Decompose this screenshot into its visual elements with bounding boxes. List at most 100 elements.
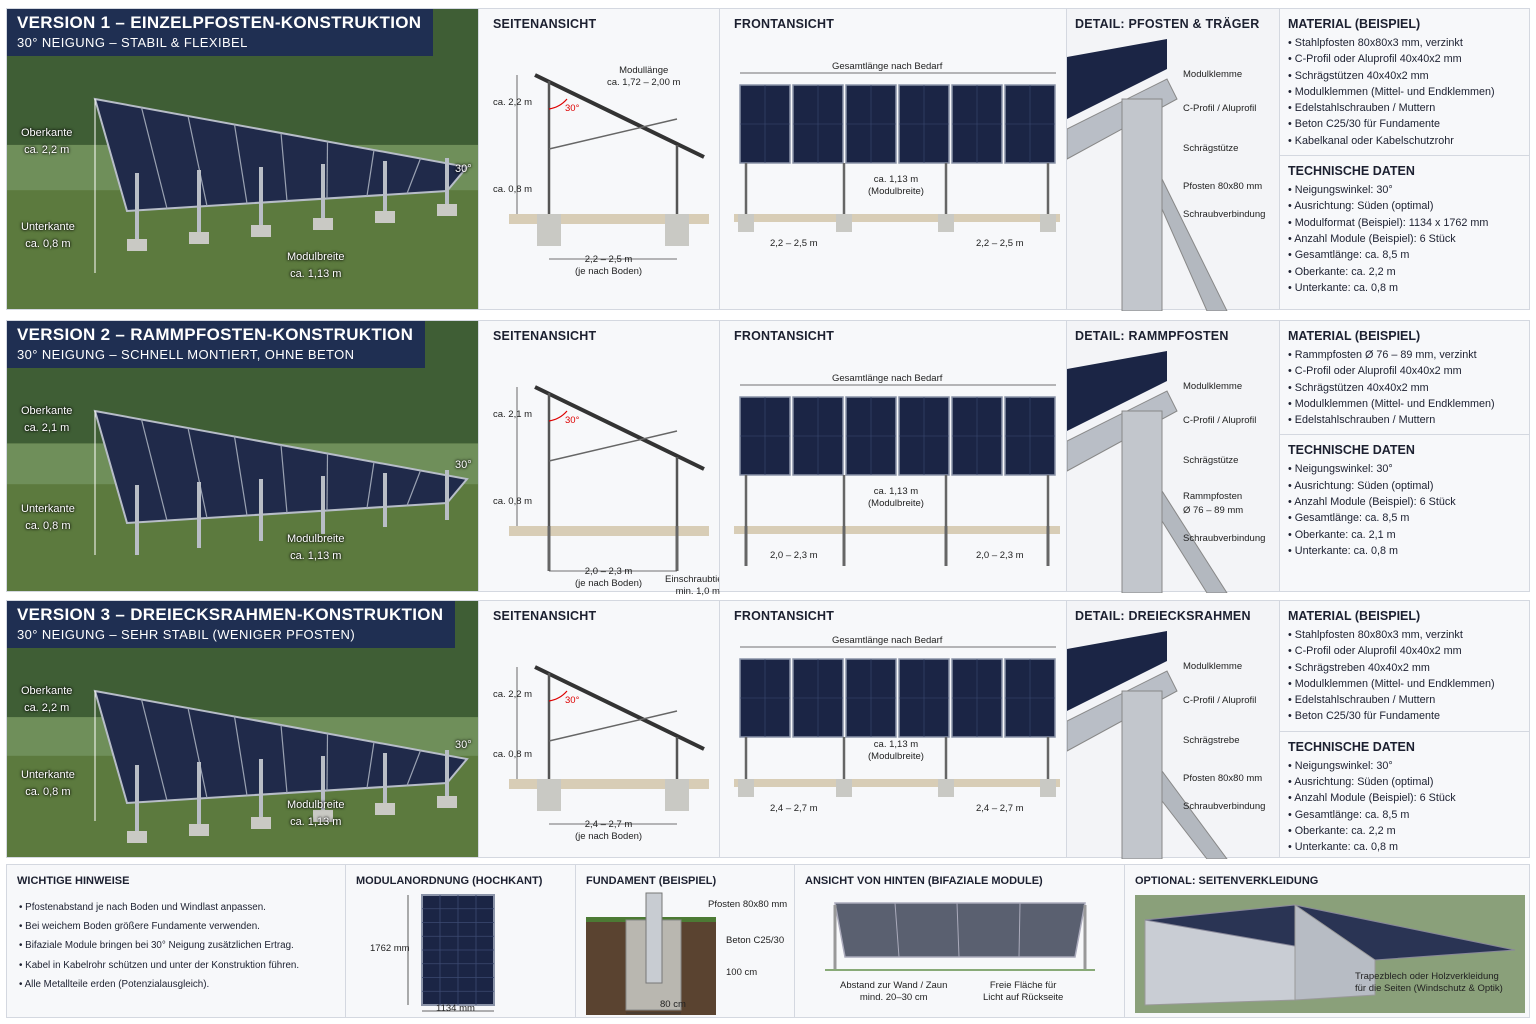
tech-item: Oberkante: ca. 2,1 m bbox=[1288, 527, 1529, 543]
oberkante-text: Oberkante bbox=[21, 405, 73, 417]
modulbreite-text: Modulbreite bbox=[287, 799, 345, 811]
side-view-drawing bbox=[509, 665, 709, 825]
foundation-post: Pfosten 80x80 mm bbox=[708, 899, 788, 910]
cladding-note-line2: für die Seiten (Windschutz & Optik) bbox=[1355, 983, 1503, 994]
side-span-note: (je nach Boden) bbox=[575, 266, 643, 277]
foundation-panel: FUNDAMENT (BEISPIEL) Pfosten 80x80 mm Be… bbox=[575, 865, 794, 1017]
rear-left-line1: Abstand zur Wand / Zaun bbox=[840, 980, 948, 991]
version-subtitle: 30° NEIGUNG – STABIL & FLEXIBEL bbox=[17, 35, 248, 50]
detail-label: Schrägstütze bbox=[1183, 455, 1239, 466]
rear-left-line2: mind. 20–30 cm bbox=[859, 992, 928, 1003]
front-module-width-value: ca. 1,13 m bbox=[873, 739, 919, 750]
tech-item: Oberkante: ca. 2,2 m bbox=[1288, 823, 1529, 839]
front-span-right: 2,2 – 2,5 m bbox=[976, 238, 1024, 249]
front-module-width-note: (Modulbreite) bbox=[868, 498, 924, 509]
rear-panel: ANSICHT VON HINTEN (BIFAZIALE MODULE) Ab… bbox=[794, 865, 1124, 1017]
front-total-length: Gesamtlänge nach Bedarf bbox=[832, 61, 943, 72]
material-item: Kabelkanal oder Kabelschutzrohr bbox=[1288, 133, 1529, 149]
material-item: Modulklemmen (Mittel- und Endklemmen) bbox=[1288, 676, 1529, 692]
detail-label: Schrägstütze bbox=[1183, 143, 1239, 154]
cladding-title: OPTIONAL: SEITENVERKLEIDUNG bbox=[1135, 875, 1319, 887]
front-module-width-note: (Modulbreite) bbox=[868, 751, 924, 762]
front-span-left: 2,0 – 2,3 m bbox=[770, 550, 818, 561]
detail-label: Schrägstrebe bbox=[1183, 735, 1240, 746]
material-title: MATERIAL (BEISPIEL) bbox=[1288, 609, 1421, 623]
notes-title: WICHTIGE HINWEISE bbox=[17, 875, 130, 887]
side-span: 2,4 – 2,7 m(je nach Boden) bbox=[575, 819, 642, 843]
detail-drawing bbox=[1067, 351, 1228, 593]
tech-item: Anzahl Module (Beispiel): 6 Stück bbox=[1288, 494, 1529, 510]
module-panel: MODULANORDNUNG (HOCHKANT) 1762 mm 1134 m… bbox=[345, 865, 575, 1017]
detail-label: C-Profil / Aluprofil bbox=[1183, 415, 1257, 426]
detail-label: Schraubverbindung bbox=[1183, 801, 1266, 812]
front-view-drawing bbox=[734, 384, 1060, 566]
side-height-top: ca. 2,2 m bbox=[493, 97, 533, 108]
tech-item: Ausrichtung: Süden (optimal) bbox=[1288, 198, 1529, 214]
side-view-drawing bbox=[509, 385, 709, 572]
detail-title: DETAIL: PFOSTEN & TRÄGER bbox=[1075, 17, 1260, 31]
tech-item: Anzahl Module (Beispiel): 6 Stück bbox=[1288, 231, 1529, 247]
detail-label: Modulklemme bbox=[1183, 69, 1243, 80]
tech-title: TECHNISCHE DATEN bbox=[1288, 443, 1415, 458]
tech-item: Unterkante: ca. 0,8 m bbox=[1288, 280, 1529, 296]
tech-list: Neigungswinkel: 30°Ausrichtung: Süden (o… bbox=[1288, 461, 1529, 559]
oberkante-value: ca. 2,2 m bbox=[24, 702, 70, 714]
material-list: Rammpfosten Ø 76 – 89 mm, verzinktC-Prof… bbox=[1288, 347, 1529, 428]
oberkante-value: ca. 2,1 m bbox=[24, 422, 70, 434]
version-title: VERSION 1 – EINZELPFOSTEN-KONSTRUKTION bbox=[17, 13, 422, 32]
note-item: Alle Metallteile erden (Potenzialausglei… bbox=[19, 975, 299, 994]
tech-item: Ausrichtung: Süden (optimal) bbox=[1288, 774, 1529, 790]
info-divider bbox=[1280, 730, 1529, 732]
foundation-title: FUNDAMENT (BEISPIEL) bbox=[586, 875, 717, 887]
cladding-note-line1: Trapezblech oder Holzverkleidung bbox=[1355, 971, 1499, 982]
rear-title: ANSICHT VON HINTEN (BIFAZIALE MODULE) bbox=[805, 875, 1043, 887]
material-list: Stahlpfosten 80x80x3 mm, verzinktC-Profi… bbox=[1288, 627, 1529, 725]
front-module-width-note: (Modulbreite) bbox=[868, 186, 924, 197]
foundation-width: 80 cm bbox=[660, 999, 686, 1010]
info-panel: MATERIAL (BEISPIEL)Stahlpfosten 80x80x3 … bbox=[1279, 9, 1529, 309]
modulbreite-text: Modulbreite bbox=[287, 251, 345, 263]
front-module-width: ca. 1,13 m(Modulbreite) bbox=[868, 486, 924, 510]
material-item: Schrägstreben 40x40x2 mm bbox=[1288, 660, 1529, 676]
side-span-note: (je nach Boden) bbox=[575, 578, 643, 589]
front-module-width-value: ca. 1,13 m bbox=[873, 174, 919, 185]
side-span-value: 2,0 – 2,3 m bbox=[584, 566, 633, 577]
material-item: Modulklemmen (Mittel- und Endklemmen) bbox=[1288, 396, 1529, 412]
tech-item: Unterkante: ca. 0,8 m bbox=[1288, 839, 1529, 855]
side-view-title: SEITENANSICHT bbox=[493, 329, 597, 343]
version-subtitle: 30° NEIGUNG – SEHR STABIL (WENIGER PFOST… bbox=[17, 627, 356, 642]
side-screw-depth-value: min. 1,0 m bbox=[675, 586, 720, 597]
material-title: MATERIAL (BEISPIEL) bbox=[1288, 329, 1421, 343]
tech-item: Modulformat (Beispiel): 1134 x 1762 mm bbox=[1288, 215, 1529, 231]
unterkante-value: ca. 0,8 m bbox=[25, 786, 71, 798]
tech-item: Oberkante: ca. 2,2 m bbox=[1288, 264, 1529, 280]
material-list: Stahlpfosten 80x80x3 mm, verzinktC-Profi… bbox=[1288, 35, 1529, 149]
angle-label: 30° bbox=[455, 163, 472, 175]
side-view-title: SEITENANSICHT bbox=[493, 17, 597, 31]
material-item: Edelstahlschrauben / Muttern bbox=[1288, 412, 1529, 428]
module-width: 1134 mm bbox=[436, 1003, 475, 1014]
module-height: 1762 mm bbox=[370, 943, 410, 954]
front-view-title: FRONTANSICHT bbox=[734, 17, 835, 31]
notes-panel: WICHTIGE HINWEISE Pfostenabstand je nach… bbox=[7, 865, 345, 1017]
detail-label: Schraubverbindung bbox=[1183, 209, 1266, 220]
tech-item: Ausrichtung: Süden (optimal) bbox=[1288, 478, 1529, 494]
material-item: Schrägstützen 40x40x2 mm bbox=[1288, 380, 1529, 396]
oberkante-value: ca. 2,2 m bbox=[24, 144, 70, 156]
cladding-drawing bbox=[1135, 895, 1525, 1013]
oberkante-label: Oberkante ca. 2,1 m bbox=[21, 403, 72, 437]
info-divider bbox=[1280, 434, 1529, 436]
side-height-top: ca. 2,2 m bbox=[493, 689, 533, 700]
front-span-left: 2,4 – 2,7 m bbox=[770, 803, 818, 814]
detail-label: Ø 76 – 89 mm bbox=[1183, 505, 1244, 516]
side-height-top: ca. 2,1 m bbox=[493, 409, 533, 420]
detail-label: Pfosten 80x80 mm bbox=[1183, 181, 1263, 192]
